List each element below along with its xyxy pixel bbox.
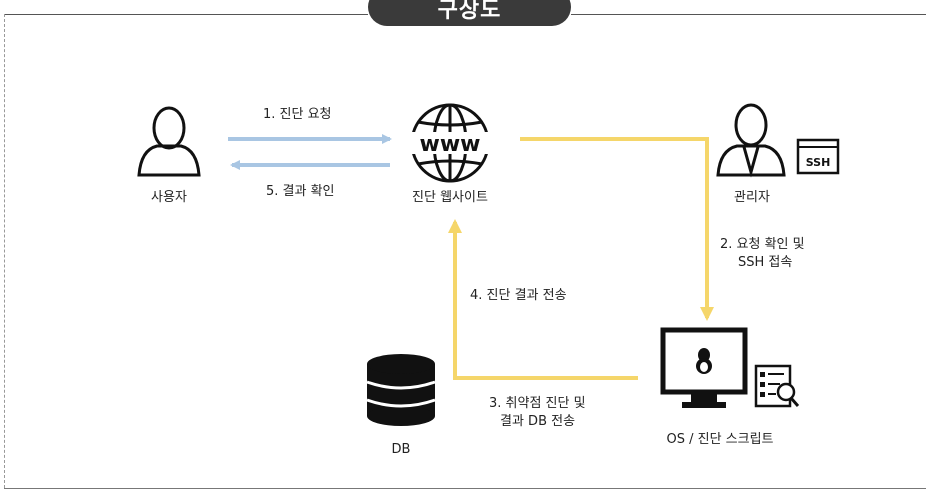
admin-label: 관리자 <box>734 190 770 205</box>
frame-top-right-line <box>571 14 926 15</box>
frame-bottom-line <box>4 488 926 489</box>
db-label: DB <box>391 442 411 457</box>
ssh-badge-label: SSH <box>806 156 831 169</box>
www-text: www <box>420 132 481 157</box>
user-icon <box>137 106 201 177</box>
step-1-label: 1. 진단 요청 <box>263 107 332 122</box>
step-2-label-line1: 2. 요청 확인 및 <box>720 237 805 252</box>
arrow-admin-to-os <box>520 137 714 321</box>
script-checklist-icon <box>754 364 800 408</box>
linux-penguin-icon <box>696 348 712 374</box>
arrow-os-to-web <box>448 219 638 380</box>
diagram-title: 구상도 <box>368 0 571 26</box>
ssh-terminal-icon <box>796 138 840 175</box>
admin-icon <box>716 103 786 178</box>
www-globe-icon <box>406 103 494 183</box>
step-3-label-line2: 결과 DB 전송 <box>500 414 576 429</box>
frame-left-dashed-line <box>4 14 5 488</box>
step-4-label: 4. 진단 결과 전송 <box>470 288 567 303</box>
website-label: 진단 웹사이트 <box>412 190 488 205</box>
frame-top-left-line <box>4 14 368 15</box>
user-label: 사용자 <box>151 190 187 205</box>
step-2-label-line2: SSH 접속 <box>738 255 793 270</box>
step-5-label: 5. 결과 확인 <box>266 184 335 199</box>
database-icon <box>366 354 436 426</box>
os-script-label: OS / 진단 스크립트 <box>666 432 774 447</box>
step-3-label-line1: 3. 취약점 진단 및 <box>489 396 586 411</box>
